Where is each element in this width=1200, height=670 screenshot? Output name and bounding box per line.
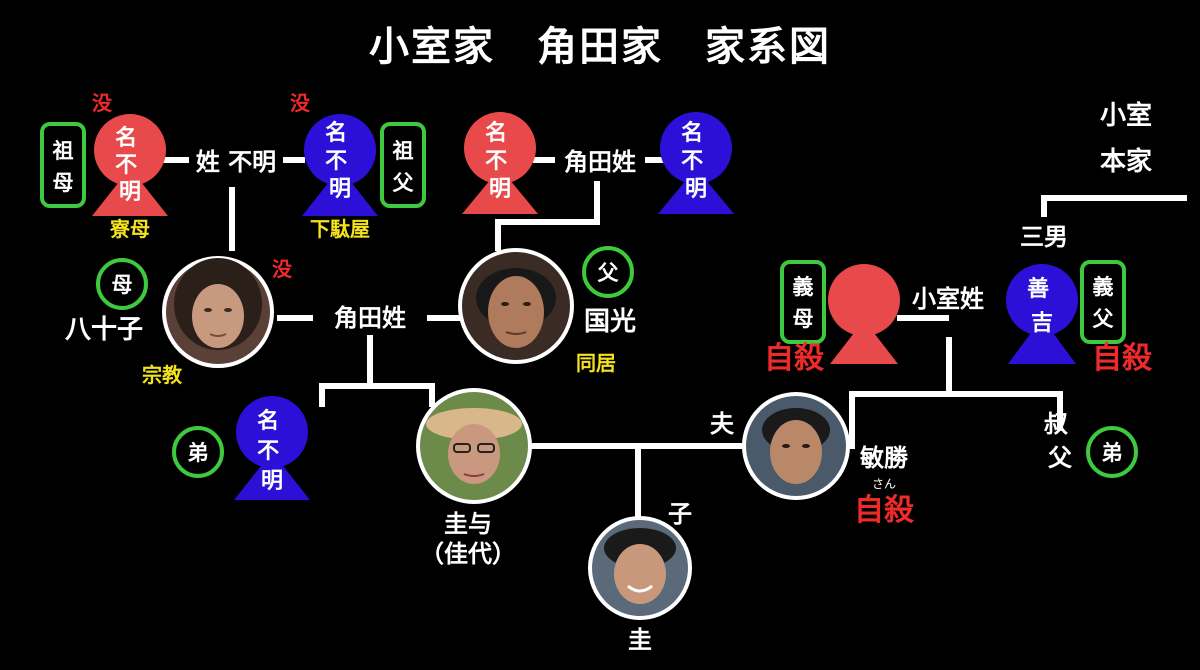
grandmother-deceased-mark: 没 (92, 91, 113, 115)
toshikatsu-ruby: さん (872, 477, 896, 491)
grandfather-figure: 没 名 不 明 下駄屋 (290, 91, 378, 241)
mother-name: 八十子 (65, 315, 143, 345)
toshikatsu-name: 敏勝 (859, 444, 909, 472)
brother-badge: 弟 (172, 426, 224, 478)
mother-note: 宗教 (142, 363, 183, 387)
svg-text:弟: 弟 (1102, 441, 1123, 465)
grandmother-figure: 没 名 不 明 寮母 (92, 91, 168, 241)
link-surname-unknown: 姓 不明 (196, 148, 276, 176)
link-komuro: 小室姓 (912, 285, 984, 313)
line-to-kayo (367, 383, 435, 407)
father-photo (458, 248, 574, 364)
grandmother-badge: 祖母 (40, 122, 86, 208)
father-name: 国光 (584, 307, 636, 337)
line-to-brother (319, 335, 373, 407)
svg-text:義父: 義父 (1093, 275, 1115, 331)
svg-text:祖父: 祖父 (392, 139, 415, 195)
toshikatsu-suicide: 自殺 (854, 493, 915, 528)
father-in-law-badge: 義父 (1080, 260, 1126, 344)
header-komuro: 小室 (1100, 100, 1152, 131)
father-note: 同居 (576, 351, 616, 375)
svg-text:弟: 弟 (188, 441, 209, 465)
link-kakuta-top: 角田姓 (564, 148, 636, 176)
mother-photo: 没 (162, 256, 293, 368)
zenkichi-name: 善 吉 (1027, 276, 1057, 336)
kayo-alias: （佳代） (420, 540, 516, 568)
svg-text:父: 父 (598, 261, 620, 285)
kakuta-male-figure: 名 不 明 (658, 112, 734, 214)
zenkichi-figure: 善 吉 (1006, 264, 1078, 364)
grandfather-deceased-mark: 没 (290, 91, 311, 115)
line-kakuta-to-father (495, 181, 600, 251)
kei-name: 圭 (628, 626, 652, 654)
line-main-house (1041, 195, 1187, 217)
child-label: 子 (668, 500, 692, 528)
svg-text:義母: 義母 (793, 275, 814, 331)
mother-in-law-suicide: 自殺 (764, 341, 825, 376)
line-komuro-children (849, 391, 1063, 449)
mother-deceased-mark: 没 (272, 257, 293, 281)
uncle-badge: 弟 (1086, 426, 1138, 478)
svg-text:母: 母 (112, 273, 133, 297)
link-kakuta-middle: 角田姓 (334, 304, 406, 332)
kakuta-male-name-unknown: 名 不 明 (681, 120, 711, 202)
mother-in-law-badge: 義母 (780, 260, 826, 344)
father-badge: 父 (582, 246, 634, 298)
header-main-house: 本家 (1100, 146, 1152, 177)
kakuta-female-figure: 名 不 明 (462, 112, 538, 214)
kei-photo (588, 516, 692, 620)
toshikatsu-photo (742, 392, 850, 500)
brother-figure: 名 不 明 (234, 396, 310, 500)
kayo-photo (416, 388, 532, 504)
brother-name-unknown: 名 不 明 (257, 408, 287, 494)
grandmother-note: 寮母 (109, 217, 150, 241)
grandfather-badge: 祖父 (380, 122, 426, 208)
connector-lines (163, 157, 1187, 519)
page-title: 小室家 角田家 家系図 (369, 24, 831, 70)
father-in-law-suicide: 自殺 (1092, 341, 1153, 376)
husband-label: 夫 (710, 410, 735, 438)
uncle-label: 叔 父 (1044, 410, 1076, 472)
kayo-name: 圭与 (444, 510, 492, 538)
svg-text:祖母: 祖母 (52, 139, 74, 195)
mother-in-law-figure (828, 264, 900, 364)
grandfather-note: 下駄屋 (310, 217, 370, 241)
third-son-label: 三男 (1020, 223, 1068, 251)
grandmother-name-unknown: 名 不 明 (115, 125, 145, 205)
grandfather-name-unknown: 名 不 明 (325, 120, 355, 202)
kakuta-female-name-unknown: 名 不 明 (485, 120, 515, 202)
mother-badge: 母 (96, 258, 148, 310)
